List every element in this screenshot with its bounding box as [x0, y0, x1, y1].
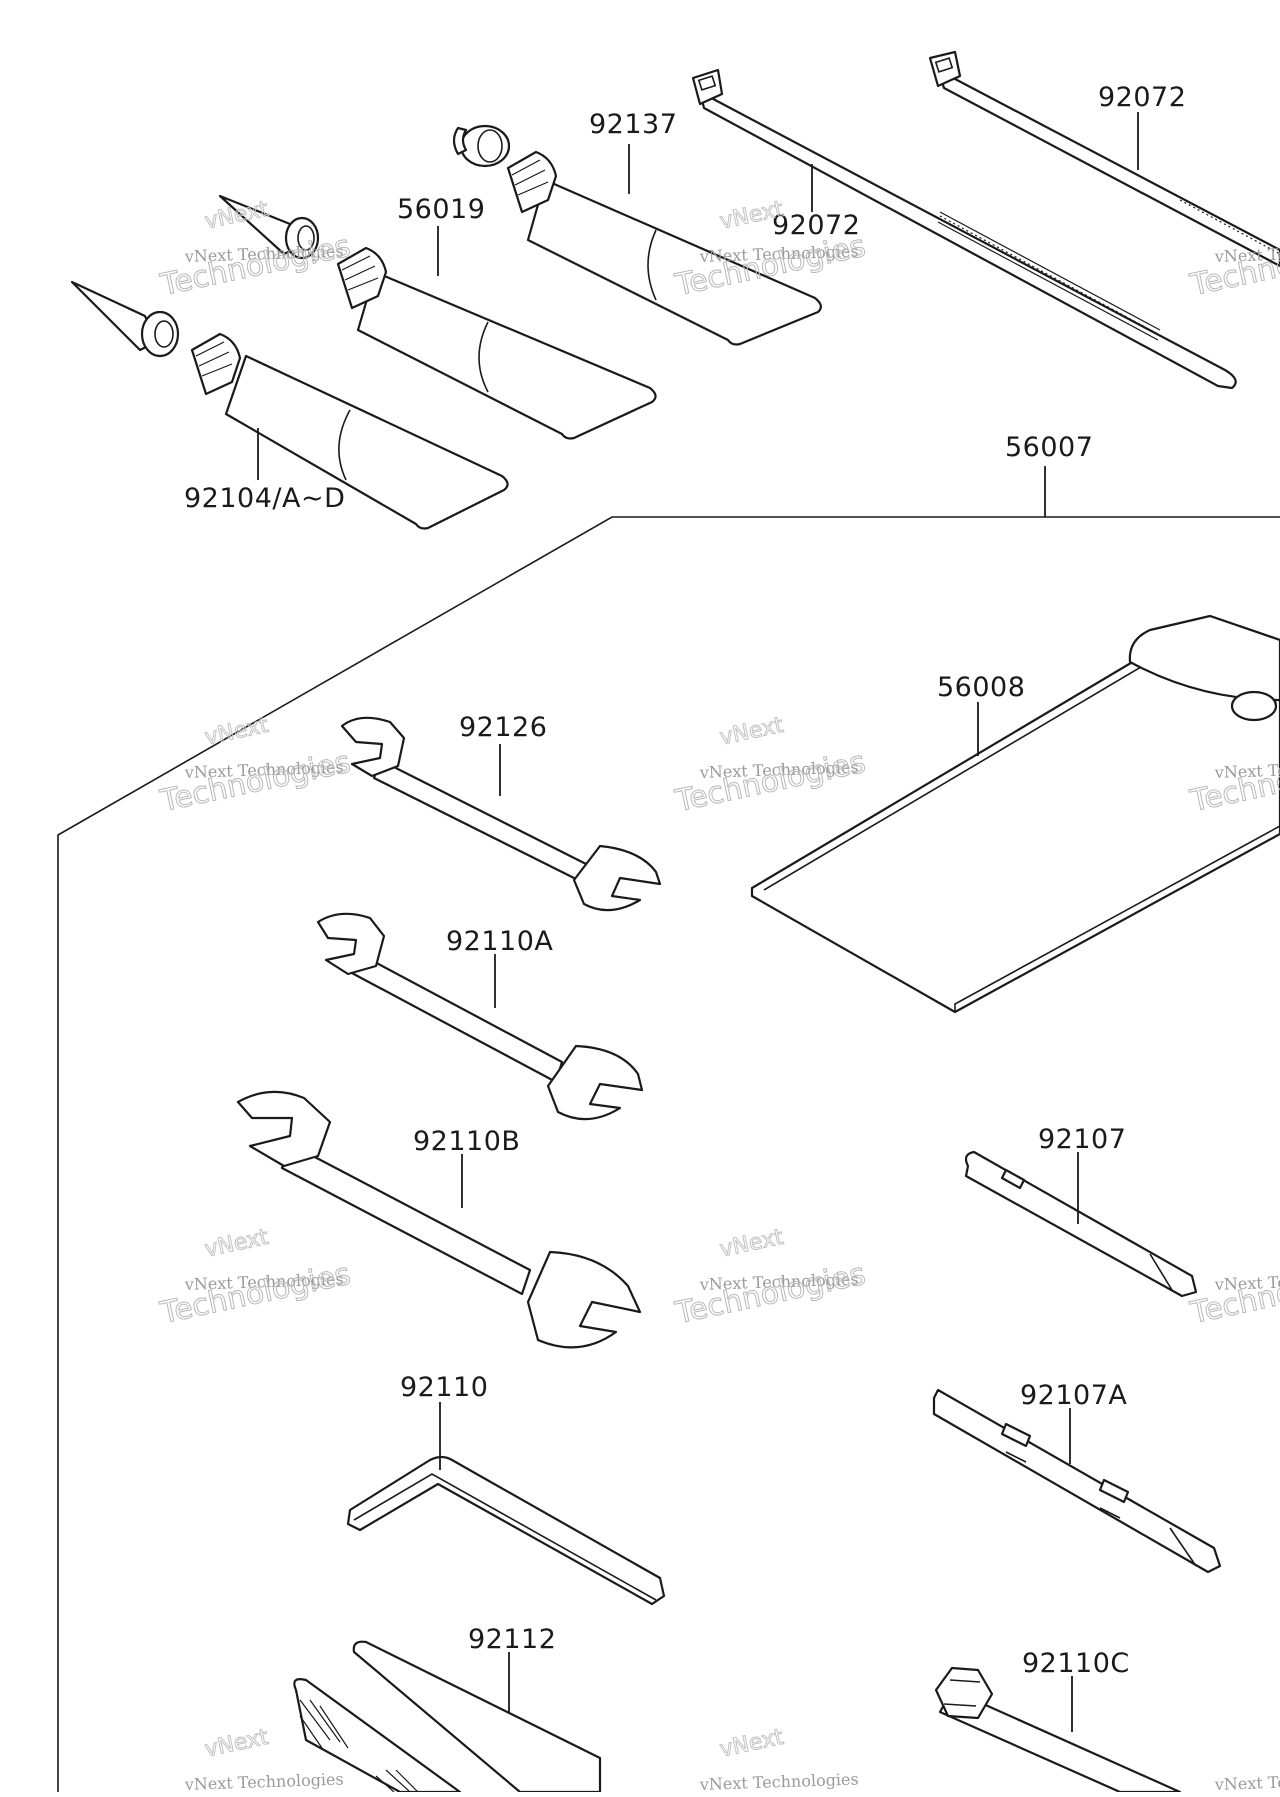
tube-92104	[70, 280, 509, 530]
screwdriver-92107	[964, 1150, 1198, 1298]
watermark-text: vNext	[203, 1725, 271, 1763]
watermark-text: vNext	[718, 1225, 786, 1263]
label-92110B: 92110B	[413, 1126, 520, 1157]
pliers	[293, 1640, 602, 1794]
watermark-9: vNext Technologies Technologies	[1186, 1256, 1280, 1332]
tube-92137	[452, 124, 822, 346]
label-92072-right: 92072	[1098, 82, 1186, 113]
box-wrench-92110C	[934, 1666, 1182, 1794]
watermark-text: Technologies	[672, 745, 869, 820]
watermark-7: vNext vNext Technologies Technologies	[156, 1224, 354, 1332]
tube-56019	[218, 194, 657, 440]
watermark-text: vNext	[718, 713, 786, 751]
watermark-1: vNext vNext Technologies Technologies	[156, 196, 354, 304]
manual-pouch	[750, 614, 1280, 1014]
watermark-4: vNext vNext Technologies Technologies	[156, 712, 354, 820]
cable-tie-1	[691, 68, 1237, 390]
label-92072-center: 92072	[772, 210, 860, 241]
label-92110: 92110	[400, 1372, 488, 1403]
toolkit-bag-outline	[57, 516, 1280, 1792]
watermark-text: vNext Technologies	[1213, 1769, 1280, 1792]
label-92110C: 92110C	[1022, 1648, 1130, 1679]
label-56019: 56019	[397, 194, 485, 225]
watermark-text: vNext Technologies	[698, 1769, 859, 1792]
watermark-text: Technologies	[1187, 1257, 1280, 1332]
label-92104: 92104/A~D	[184, 483, 345, 514]
watermark-text: vNext Technologies	[183, 1769, 344, 1792]
wrench-92110A	[316, 912, 644, 1121]
watermark-text: Technologies	[672, 1257, 869, 1332]
label-56008: 56008	[937, 672, 1025, 703]
wrench-92110B	[236, 1090, 642, 1349]
watermark-text: Technologies	[157, 745, 354, 820]
watermark-text: vNext	[203, 713, 271, 751]
watermark-text: Technologies	[157, 1257, 354, 1332]
watermark-text: Technologies	[157, 229, 354, 304]
screwdriver-92107A	[932, 1388, 1222, 1574]
label-92126: 92126	[459, 712, 547, 743]
watermark-8: vNext vNext Technologies Technologies	[671, 1224, 869, 1332]
cable-tie-2	[928, 50, 1280, 268]
hex-key	[346, 1455, 666, 1606]
watermark-11: vNext vNext Technologies	[698, 1724, 859, 1794]
watermark-12: vNext Technologies	[1213, 1769, 1280, 1794]
label-92110A: 92110A	[446, 926, 553, 957]
label-92107: 92107	[1038, 1124, 1126, 1155]
label-92107A: 92107A	[1020, 1380, 1127, 1411]
watermark-text: vNext	[718, 1725, 786, 1763]
watermark-5: vNext vNext Technologies Technologies	[671, 712, 869, 820]
wrench-92126	[340, 716, 662, 912]
leader-lines	[257, 112, 1139, 1732]
watermark-text: vNext	[203, 1225, 271, 1263]
label-92137: 92137	[589, 109, 677, 140]
label-56007: 56007	[1005, 432, 1093, 463]
label-92112: 92112	[468, 1624, 556, 1655]
